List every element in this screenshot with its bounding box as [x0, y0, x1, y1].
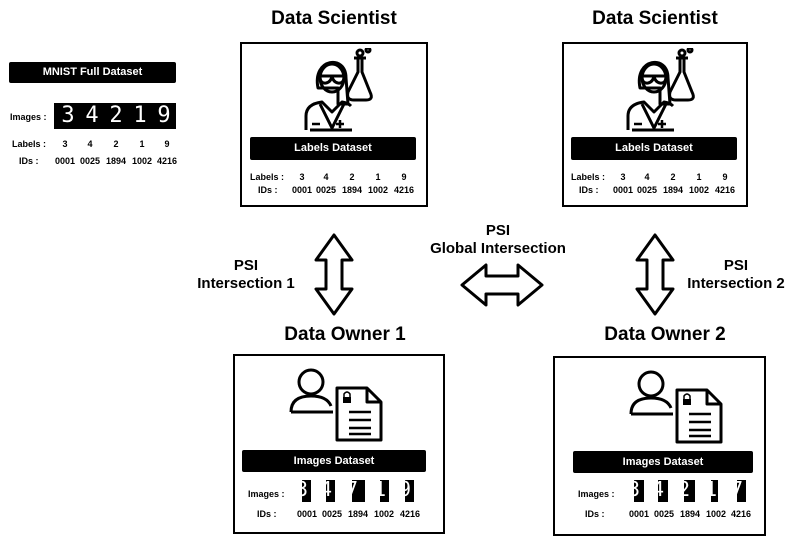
psi-left-line2: Intersection 1: [197, 275, 295, 292]
scientist-left-card: [240, 42, 428, 207]
scientist-left-title: Data Scientist: [271, 8, 397, 29]
scientist-right-id: 0001: [612, 185, 634, 195]
psi-global-label: PSI Global Intersection: [418, 222, 578, 258]
scientist-right-label: 9: [722, 172, 728, 182]
scientist-right-card: [562, 42, 748, 207]
scientist-right-label: 2: [670, 172, 676, 182]
owner1-id: 4216: [399, 509, 421, 519]
psi-right-line2: Intersection 2: [687, 275, 785, 292]
mnist-digit-strip: 3 4 2 1 9: [54, 103, 176, 129]
owner2-image: 4: [658, 480, 668, 502]
owner1-image: 7: [352, 480, 365, 502]
scientist-left-label: 4: [323, 172, 329, 182]
scientist-right-labels-label: Labels :: [571, 172, 606, 182]
owner1-card: [233, 354, 445, 534]
mnist-digit: 4: [80, 103, 104, 129]
double-arrow-horizontal-icon: [460, 263, 544, 307]
scientist-left-id: 0025: [315, 185, 337, 195]
user-document-icon: [629, 370, 723, 444]
scientist-icon: [626, 48, 695, 132]
mnist-digit: 1: [128, 103, 152, 129]
owner1-image: 9: [405, 480, 414, 502]
owner1-images-label: Images :: [248, 489, 285, 499]
owner2-id: 1002: [705, 509, 727, 519]
scientist-right-id: 4216: [714, 185, 736, 195]
owner2-image: 2: [684, 480, 695, 502]
mnist-label: 4: [87, 139, 93, 149]
scientist-right-label: 3: [620, 172, 626, 182]
scientist-left-label: 9: [401, 172, 407, 182]
owner1-id: 0001: [296, 509, 318, 519]
scientist-right-label: 1: [696, 172, 702, 182]
scientist-left-labels-label: Labels :: [250, 172, 285, 182]
psi-global-line2: Global Intersection: [430, 240, 566, 257]
user-document-icon: [289, 368, 383, 442]
owner2-id: 0001: [628, 509, 650, 519]
mnist-ids-label: IDs :: [19, 156, 39, 166]
scientist-left-id: 1002: [367, 185, 389, 195]
scientist-left-ids-label: IDs :: [258, 185, 278, 195]
owner2-ids-label: IDs :: [585, 509, 605, 519]
owner2-image: 3: [634, 480, 644, 502]
mnist-id: 0025: [79, 156, 101, 166]
mnist-id: 0001: [54, 156, 76, 166]
scientist-icon: [304, 48, 373, 132]
owner1-id: 1894: [347, 509, 369, 519]
scientist-right-title: Data Scientist: [592, 8, 718, 29]
scientist-right-dataset: Labels Dataset: [571, 137, 737, 160]
owner1-ids-label: IDs :: [257, 509, 277, 519]
scientist-right-ids-label: IDs :: [579, 185, 599, 195]
owner2-id: 0025: [653, 509, 675, 519]
psi-global-line1: PSI: [485, 222, 511, 239]
mnist-label: 2: [113, 139, 119, 149]
owner2-images-label: Images :: [578, 489, 615, 499]
mnist-digit: 9: [152, 103, 176, 129]
double-arrow-vertical-icon: [635, 233, 675, 316]
psi-left-label: PSI Intersection 1: [186, 257, 306, 293]
scientist-left-id: 4216: [393, 185, 415, 195]
scientist-left-id: 0001: [291, 185, 313, 195]
owner1-image: 3: [302, 480, 311, 502]
owner2-title: Data Owner 2: [604, 324, 726, 345]
scientist-right-id: 0025: [636, 185, 658, 195]
mnist-title: MNIST Full Dataset: [9, 62, 176, 83]
double-arrow-vertical-icon: [314, 233, 354, 316]
mnist-digit: 2: [104, 103, 128, 129]
scientist-left-id: 1894: [341, 185, 363, 195]
owner1-title: Data Owner 1: [284, 324, 406, 345]
mnist-label: 1: [139, 139, 145, 149]
psi-left-line1: PSI: [233, 257, 259, 274]
mnist-id: 1894: [105, 156, 127, 166]
psi-right-label: PSI Intersection 2: [676, 257, 786, 293]
owner2-image: 7: [737, 480, 746, 502]
scientist-left-label: 1: [375, 172, 381, 182]
scientist-left-label: 2: [349, 172, 355, 182]
mnist-images-label: Images :: [10, 112, 47, 122]
owner2-image: 1: [711, 480, 718, 502]
scientist-right-id: 1894: [662, 185, 684, 195]
psi-right-line1: PSI: [723, 257, 749, 274]
mnist-digit: 3: [56, 103, 80, 129]
scientist-left-label: 3: [299, 172, 305, 182]
owner1-image: 1: [380, 480, 389, 502]
mnist-id: 4216: [156, 156, 178, 166]
owner1-dataset: Images Dataset: [242, 450, 426, 472]
mnist-label: 9: [164, 139, 170, 149]
scientist-right-id: 1002: [688, 185, 710, 195]
owner1-id: 0025: [321, 509, 343, 519]
owner2-id: 4216: [730, 509, 752, 519]
owner1-image: 4: [326, 480, 335, 502]
mnist-id: 1002: [131, 156, 153, 166]
owner2-dataset: Images Dataset: [573, 451, 753, 473]
owner1-id: 1002: [373, 509, 395, 519]
mnist-labels-label: Labels :: [12, 139, 47, 149]
scientist-right-label: 4: [644, 172, 650, 182]
scientist-left-dataset: Labels Dataset: [250, 137, 416, 160]
owner2-id: 1894: [679, 509, 701, 519]
mnist-label: 3: [62, 139, 68, 149]
